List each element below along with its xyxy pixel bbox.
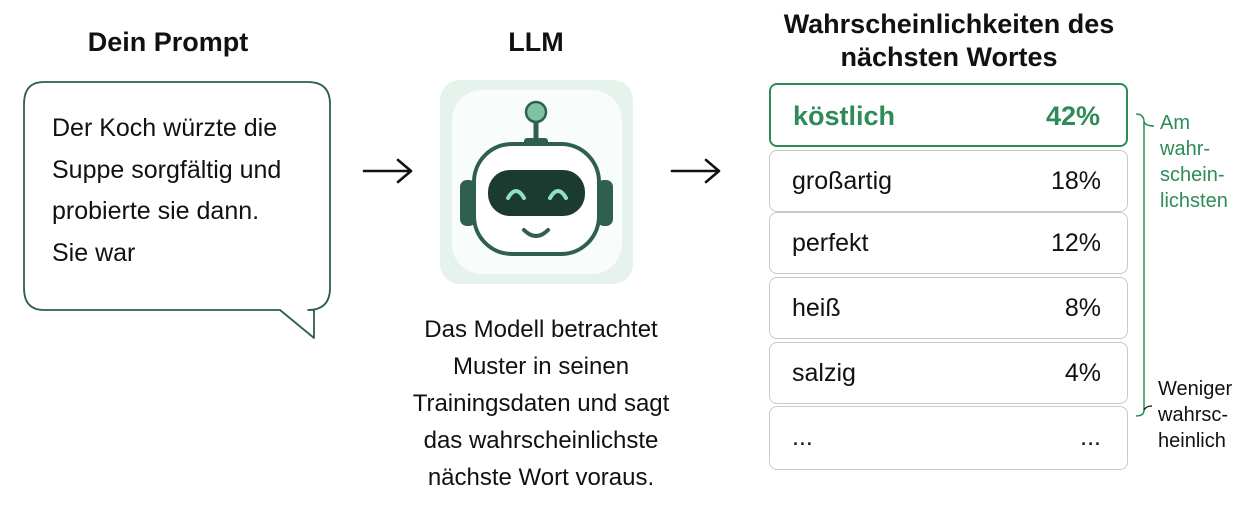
probability-row: heiß 8% xyxy=(769,277,1128,339)
probability-word: heiß xyxy=(792,294,841,322)
llm-heading: LLM xyxy=(508,27,564,57)
probability-value: 12% xyxy=(1050,229,1101,257)
probability-word: salzig xyxy=(792,359,856,387)
probability-word: ... xyxy=(792,423,813,451)
prompt-heading: Dein Prompt xyxy=(87,27,249,57)
label-less-likely: Weniger wahrsc- heinlich xyxy=(1158,378,1233,452)
bracket-icon xyxy=(1135,113,1155,417)
speech-bubble xyxy=(23,81,331,339)
right-arrow-icon xyxy=(362,158,413,184)
probability-word: köstlich xyxy=(793,101,896,131)
probability-value: 42% xyxy=(1045,101,1100,131)
probability-row-top: köstlich 42% xyxy=(769,83,1128,147)
probability-row: perfekt 12% xyxy=(769,212,1128,274)
probabilities-heading: Wahrscheinlichkeiten des nächsten Wortes xyxy=(783,9,1115,72)
right-arrow-icon xyxy=(670,158,721,184)
label-most-likely: Am wahr- schein- lichsten xyxy=(1160,112,1228,212)
probability-row: salzig 4% xyxy=(769,342,1128,404)
probability-row: großartig 18% xyxy=(769,150,1128,212)
probability-word: großartig xyxy=(792,167,893,195)
probability-value: ... xyxy=(1080,423,1101,451)
probability-value: 4% xyxy=(1064,359,1101,387)
robot-icon xyxy=(440,80,633,284)
prompt-text: Der Koch würzte die Suppe sorgfältig und… xyxy=(52,114,282,267)
probability-value: 8% xyxy=(1064,294,1101,322)
probability-row: ... ... xyxy=(769,406,1128,470)
llm-description: Das Modell betrachtet Muster in seinen T… xyxy=(412,316,670,491)
probability-value: 18% xyxy=(1050,167,1101,195)
probability-word: perfekt xyxy=(792,229,869,257)
